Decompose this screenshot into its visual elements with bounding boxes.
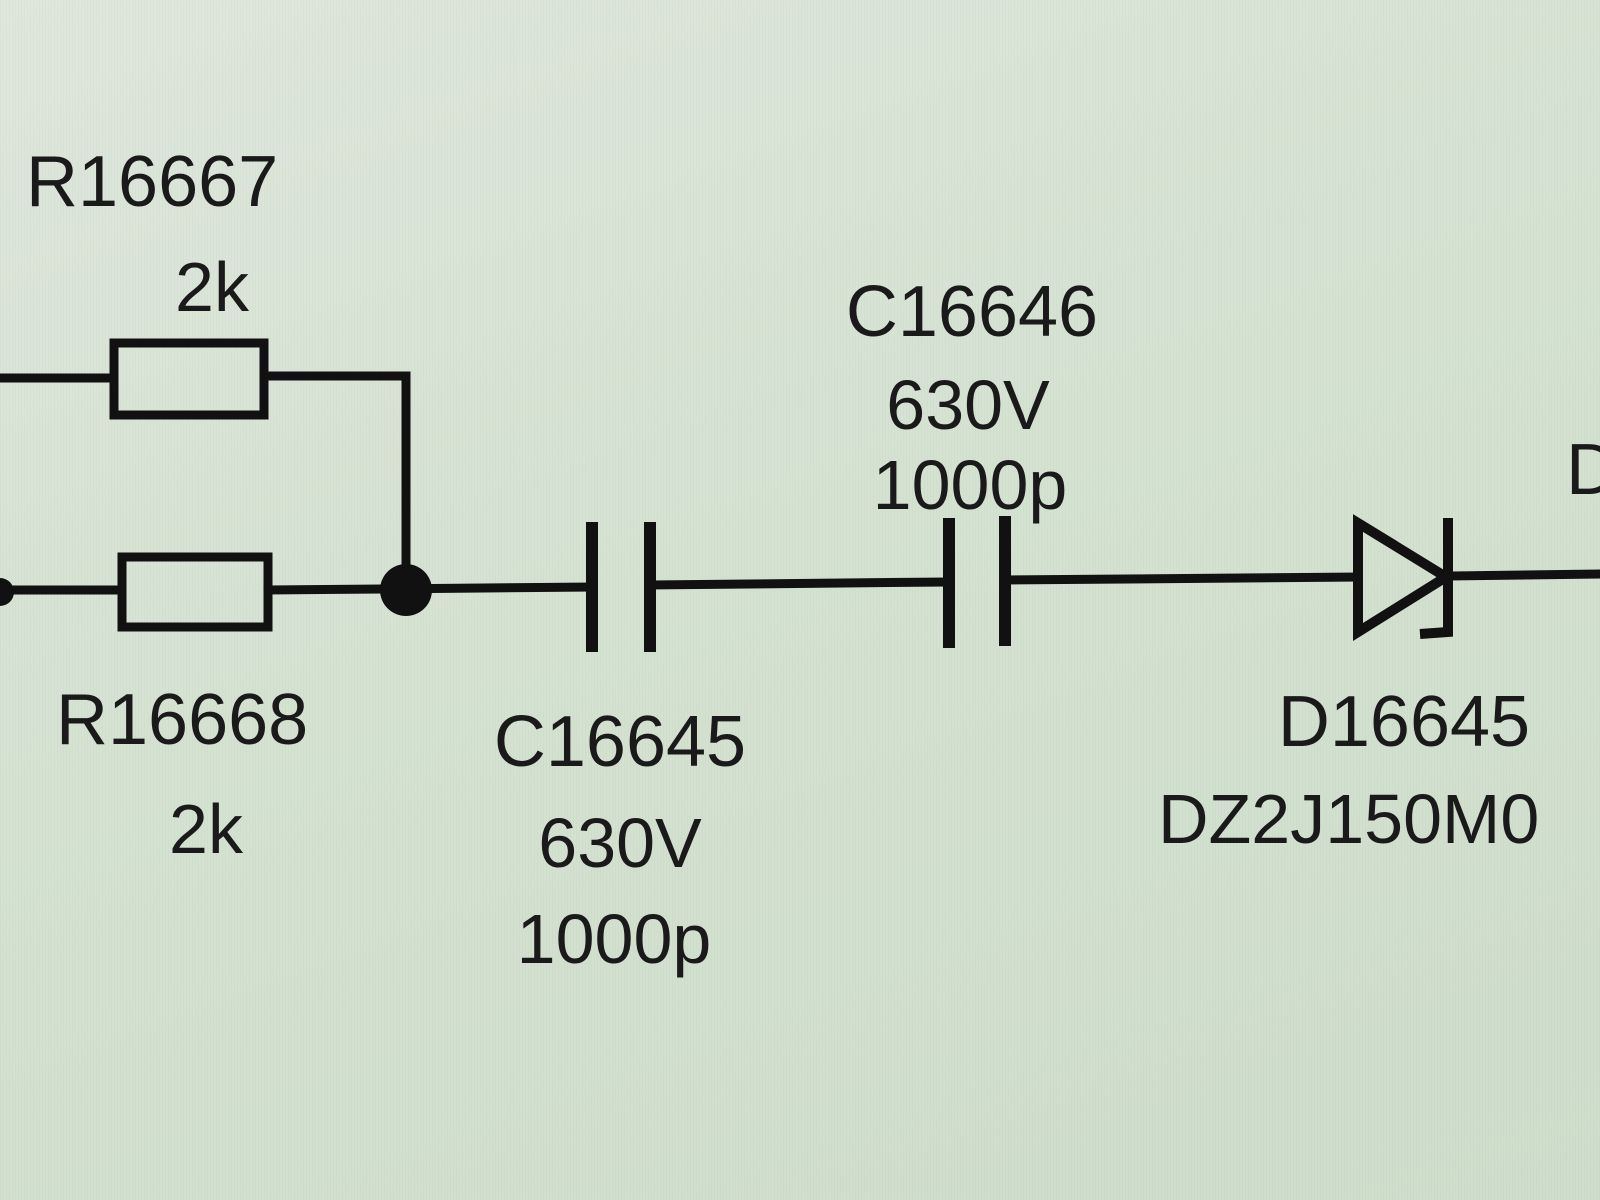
wire-c16645-c16646 bbox=[645, 577, 948, 590]
resistor-r16668 bbox=[117, 552, 273, 632]
capacitor-c16645 bbox=[586, 522, 656, 652]
r16667-value-label: 2k bbox=[175, 248, 249, 326]
c16645-ref-label: C16645 bbox=[493, 702, 747, 782]
r16668-ref-label: R16668 bbox=[56, 680, 309, 760]
c16646-ref-label: C16646 bbox=[845, 272, 1099, 352]
capacitor-c16646 bbox=[943, 516, 1011, 648]
edge-clipped-label: D bbox=[1566, 430, 1600, 510]
d16645-part-label: DZ2J150M0 bbox=[1158, 780, 1540, 858]
r16667-ref-label: R16667 bbox=[26, 142, 279, 222]
wire-diode-right bbox=[1447, 569, 1600, 581]
c16645-capacitance-label: 1000p bbox=[516, 900, 712, 978]
wire-c16646-diode bbox=[1000, 572, 1362, 585]
d16645-ref-label: D16645 bbox=[1277, 682, 1531, 762]
diode-d16645 bbox=[1353, 514, 1456, 642]
junction-node bbox=[380, 564, 432, 616]
c16646-voltage-label: 630V bbox=[886, 366, 1050, 444]
r16668-value-label: 2k bbox=[169, 790, 243, 868]
c16646-capacitance-label: 1000p bbox=[872, 446, 1068, 524]
edge-node bbox=[0, 578, 14, 606]
c16645-voltage-label: 630V bbox=[538, 804, 702, 882]
resistor-r16667 bbox=[109, 338, 269, 420]
